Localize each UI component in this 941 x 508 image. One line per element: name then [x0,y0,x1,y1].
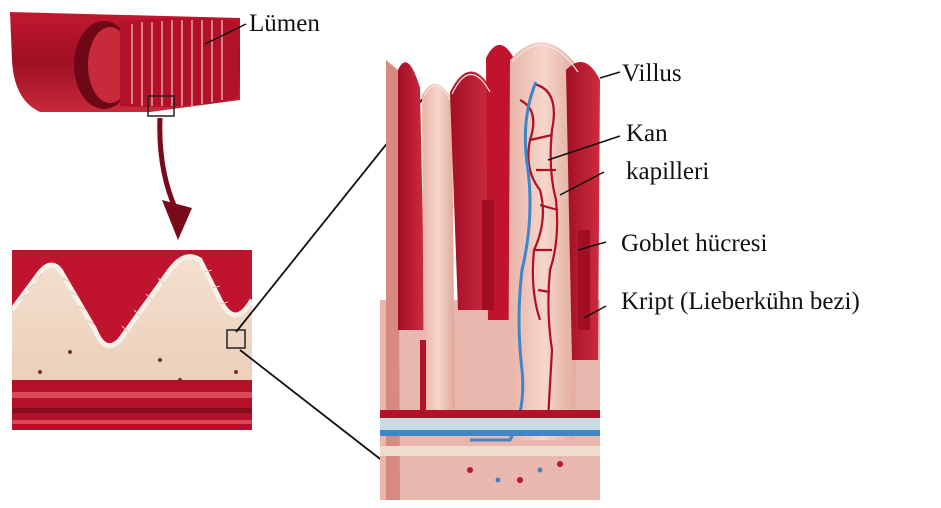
zoom-arrow [160,118,192,240]
label-goblet-cell: Goblet hücresi [621,230,767,258]
villus-detail [380,42,600,500]
label-blood-capillaries-line2: kapilleri [626,158,709,186]
label-blood-capillaries-line1: Kan [626,120,668,148]
label-crypt: Kript (Lieberkühn bezi) [621,288,860,316]
label-lumen: Lümen [249,10,320,38]
mucosa-section [12,250,252,430]
intestine-tube [10,12,240,116]
label-villus: Villus [622,60,682,88]
